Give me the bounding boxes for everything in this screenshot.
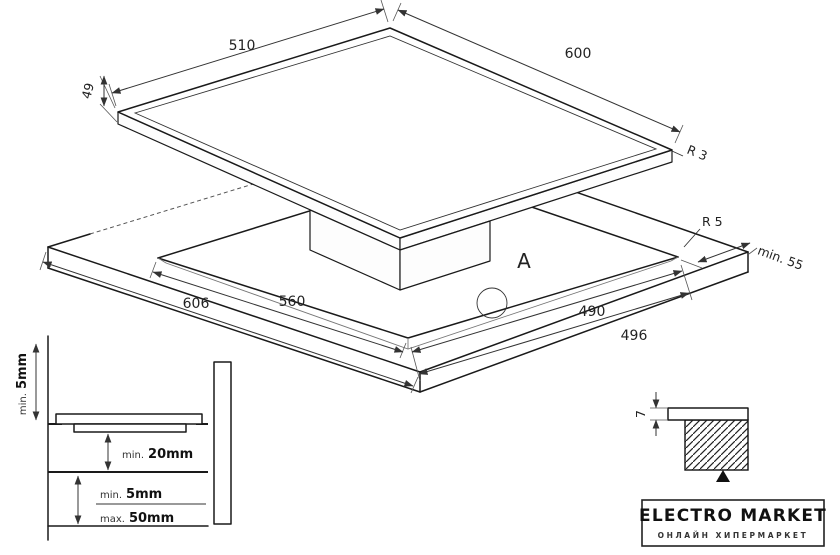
ext-line <box>108 83 117 107</box>
hob-isometric <box>117 27 673 291</box>
ext-line <box>674 124 684 144</box>
logo-title: ELECTRO MARKET <box>639 506 827 526</box>
dim-line-560 <box>152 271 404 353</box>
ext-line <box>380 0 389 23</box>
ext-line <box>680 264 693 301</box>
dim-line-496 <box>418 292 690 375</box>
counter-front-left-bottom-edge <box>47 267 421 393</box>
dim-label-7: 7 <box>633 410 648 418</box>
ext-line <box>99 103 118 123</box>
shelf-min-label: min.5mm <box>100 487 162 502</box>
ext-line <box>392 2 402 22</box>
dim-label-510: 510 <box>229 38 256 54</box>
leader-r5 <box>683 228 701 248</box>
counter-hatched-section <box>684 419 749 471</box>
hob-body-right-face <box>399 220 491 291</box>
dim-label-49: 49 <box>78 81 97 100</box>
ext-line <box>99 75 116 109</box>
detail-a-view: 7 <box>633 392 749 482</box>
dim-label-560: 560 <box>279 294 306 310</box>
counter-top-left-edge <box>47 233 91 248</box>
hob-dimensions: 510 600 49 R 3 <box>78 0 710 164</box>
section-pointer-triangle <box>716 470 730 482</box>
logo-frame <box>641 499 825 547</box>
electro-market-logo: ELECTRO MARKET ОНЛАЙН ХИПЕРМАРКЕТ <box>639 499 827 547</box>
dim-label-600: 600 <box>565 46 592 62</box>
dim-label-r5: R 5 <box>702 214 723 229</box>
ext-line <box>410 376 419 394</box>
shelf-max-label: max.50mm <box>100 511 174 526</box>
wall-gap-label: min.5mm <box>15 353 30 415</box>
dim-label-min55: min. 55 <box>756 243 806 273</box>
ext-line <box>680 259 703 269</box>
dim-line-600 <box>397 9 681 133</box>
ext-line <box>149 261 157 279</box>
hob-profile-body <box>73 423 187 433</box>
leader-r3 <box>671 150 684 157</box>
hob-profile-glass <box>55 413 203 425</box>
ext-line <box>748 247 758 255</box>
clearance-label: min.20mm <box>122 447 193 462</box>
dim-line-510 <box>111 8 385 94</box>
ext-line <box>399 342 407 359</box>
detail-a-circle <box>476 287 508 319</box>
ext-line <box>39 251 47 271</box>
side-wall-bar <box>213 361 232 525</box>
dim-label-496: 496 <box>621 328 648 344</box>
side-section-view: min.5mm min.20mm min.5mm max.50mm <box>15 335 232 541</box>
glass-edge-profile <box>667 407 749 421</box>
dim-label-606: 606 <box>183 296 210 312</box>
dim-label-r3: R 3 <box>685 142 710 164</box>
cutout-corner-depth-right <box>670 256 679 262</box>
dim-line-min55 <box>697 242 751 263</box>
detail-a-letter: A <box>517 249 531 273</box>
dim-label-490: 490 <box>579 304 606 320</box>
logo-tagline: ОНЛАЙН ХИПЕРМАРКЕТ <box>658 531 809 540</box>
